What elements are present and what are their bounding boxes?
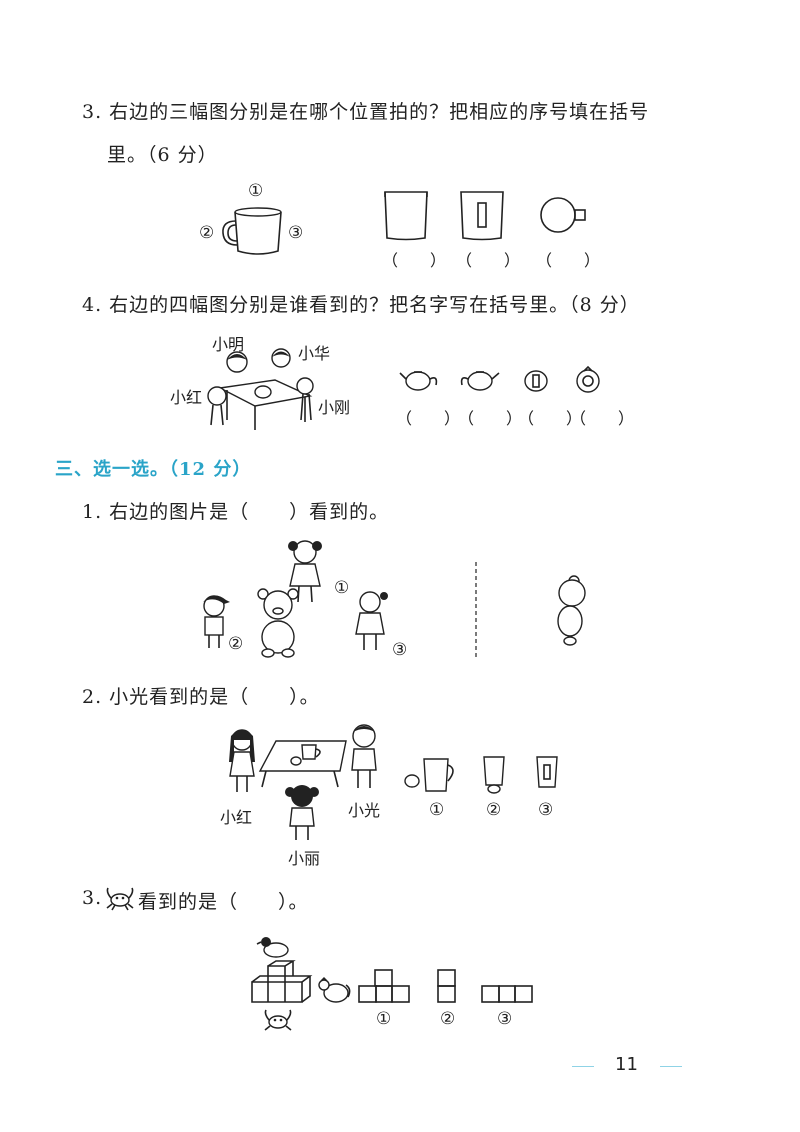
page-number: 11 bbox=[615, 1054, 638, 1075]
table-with-objects bbox=[258, 740, 347, 788]
option-2-view-shape bbox=[437, 969, 456, 1003]
q3-pos-right: ③ bbox=[288, 223, 304, 243]
teapot-view-1 bbox=[399, 371, 438, 391]
crab-bottom-icon bbox=[264, 1009, 292, 1031]
rooster-icon bbox=[318, 977, 351, 1003]
cup-view-handle-side bbox=[460, 191, 504, 241]
q4-answer-2[interactable]: （ ） bbox=[458, 409, 523, 428]
s2-opt-3: ③ bbox=[538, 800, 554, 820]
crab-icon bbox=[106, 887, 134, 911]
section3-title: 三、选一选。（12 分） bbox=[55, 459, 252, 480]
s2-name-guang: 小光 bbox=[348, 801, 381, 820]
q4-answer-3[interactable]: （ ） bbox=[518, 409, 583, 428]
q4-answer-4[interactable]: （ ） bbox=[570, 409, 635, 428]
q3-answer-2[interactable]: （ ） bbox=[456, 251, 521, 270]
option-3-jug bbox=[536, 756, 558, 788]
cup-view-front bbox=[384, 191, 428, 241]
option-1-jug-and-cup bbox=[404, 758, 454, 792]
cup-illustration bbox=[222, 207, 282, 255]
bear-side-view bbox=[557, 575, 586, 646]
teapot-view-2 bbox=[460, 371, 500, 391]
s1-mark-2: ② bbox=[228, 634, 244, 654]
bear-figure bbox=[257, 588, 299, 658]
cube-stack-illustration bbox=[251, 960, 313, 1003]
s2-text: 2. 小光看到的是（ ）。 bbox=[82, 686, 320, 708]
boy-xiaoguang-figure bbox=[351, 724, 377, 788]
q4-name-hua: 小华 bbox=[298, 344, 331, 363]
option-1-view-shape bbox=[358, 969, 410, 1003]
girl-xiaoli-figure bbox=[285, 785, 319, 840]
boy-figure-2 bbox=[203, 595, 230, 648]
s3-opt-3: ③ bbox=[497, 1009, 513, 1029]
q3-pos-left: ② bbox=[199, 223, 215, 243]
q3-text-line1: 3. 右边的三幅图分别是在哪个位置拍的？把相应的序号填在括号 bbox=[82, 101, 650, 123]
option-3-view-shape bbox=[481, 985, 533, 1003]
q3-text-line2: 里。（6 分） bbox=[107, 144, 218, 166]
q4-name-gang: 小刚 bbox=[318, 398, 351, 417]
footer-line-right bbox=[660, 1066, 682, 1067]
q3-answer-3[interactable]: （ ） bbox=[536, 251, 601, 270]
s2-opt-2: ② bbox=[486, 800, 502, 820]
s3-text: 看到的是（ ）。 bbox=[138, 891, 309, 913]
girl-figure-1 bbox=[288, 540, 322, 603]
bird-top-icon bbox=[256, 937, 289, 958]
q4-name-hong: 小红 bbox=[170, 388, 203, 407]
s2-name-hong: 小红 bbox=[220, 808, 253, 827]
s3-opt-2: ② bbox=[440, 1009, 456, 1029]
s3-opt-1: ① bbox=[376, 1009, 392, 1029]
q4-name-ming: 小明 bbox=[212, 335, 245, 354]
girl-figure-3 bbox=[355, 591, 388, 650]
s2-opt-1: ① bbox=[429, 800, 445, 820]
s3-num: 3. bbox=[82, 887, 103, 909]
teapot-view-3 bbox=[524, 370, 548, 392]
q4-answer-1[interactable]: （ ） bbox=[396, 409, 461, 428]
girl-xiaohong-figure bbox=[229, 729, 255, 792]
dashed-divider bbox=[475, 562, 477, 658]
children-around-table-illustration bbox=[207, 348, 314, 430]
q4-text: 4. 右边的四幅图分别是谁看到的？把名字写在括号里。（8 分） bbox=[82, 294, 640, 316]
teapot-view-4 bbox=[576, 365, 600, 393]
s1-mark-1: ① bbox=[334, 578, 350, 598]
s1-text: 1. 右边的图片是（ ）看到的。 bbox=[82, 501, 390, 523]
s2-name-li: 小丽 bbox=[288, 849, 321, 868]
footer-line-left bbox=[572, 1066, 594, 1067]
q3-pos-top: ① bbox=[248, 181, 264, 201]
s1-mark-3: ③ bbox=[392, 640, 408, 660]
option-2-jug-and-cup bbox=[483, 756, 505, 794]
cup-view-top bbox=[540, 197, 586, 233]
q3-answer-1[interactable]: （ ） bbox=[382, 251, 447, 270]
